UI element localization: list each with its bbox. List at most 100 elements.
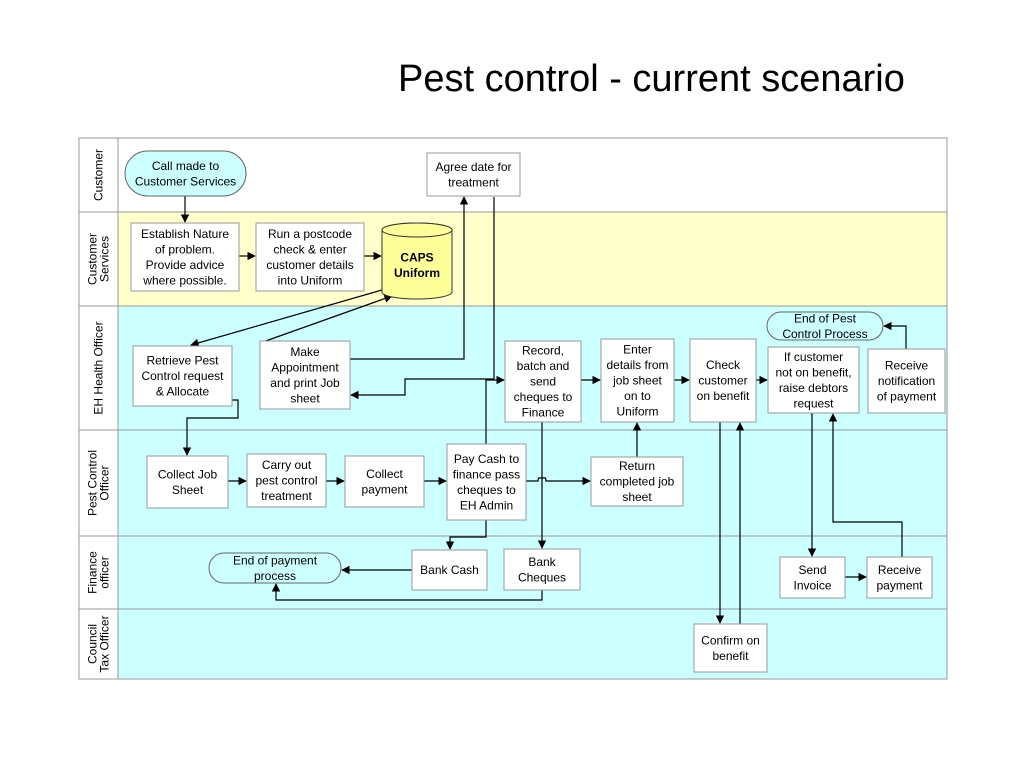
connector-recpay-to-ifcust <box>828 413 903 557</box>
node-label-line: Invoice <box>793 578 831 592</box>
node-label-line: End of payment <box>233 553 318 567</box>
connector-bankcheq-to-endpay <box>271 583 543 601</box>
process-box-ifcust <box>767 346 860 414</box>
node-label-line: Sheet <box>172 483 204 497</box>
process-box-carry <box>246 453 327 508</box>
database-top-caps <box>381 222 453 238</box>
node-label-line: cheques to <box>457 483 516 497</box>
lane-label-customer_services: Services <box>98 236 112 282</box>
node-label-line: Uniform <box>616 405 658 419</box>
node-label-line: job sheet <box>612 374 662 388</box>
process-box-collectjob <box>146 455 229 509</box>
node-label-line: Receive <box>878 563 922 577</box>
lane-header-pest <box>78 429 119 537</box>
node-label-line: sheet <box>290 391 320 405</box>
node-label-line: on benefit <box>697 389 750 403</box>
process-box-enter <box>600 338 675 423</box>
node-label-line: request <box>793 396 834 410</box>
node-label-line: Record, <box>522 344 564 358</box>
node-label-line: Pay Cash to <box>454 452 520 466</box>
node-label-line: End of Pest <box>794 311 857 325</box>
node-label-line: Control Process <box>782 327 867 341</box>
node-label-line: Cheques <box>518 570 566 584</box>
node-bankcash: Bank Cash <box>411 549 488 591</box>
lane-label-customer_services: Customer <box>86 233 100 285</box>
lane-label-pest: Pest Control <box>86 450 100 516</box>
lane-label-pest: Officer <box>98 465 112 500</box>
connector-paycash-to-record <box>485 375 505 444</box>
node-label-line: not on benefit, <box>775 365 851 379</box>
node-label-line: Retrieve Pest <box>146 354 219 368</box>
connector-retrieve-to-collectjob <box>182 399 239 456</box>
process-box-agree <box>426 152 521 197</box>
node-label-line: Bank Cash <box>420 563 479 577</box>
process-box-retrieve <box>132 345 233 407</box>
lane-label-council: Council <box>86 624 100 664</box>
node-label-line: Appointment <box>271 360 339 374</box>
node-label-line: Carry out <box>262 458 312 472</box>
node-label-line: pest control <box>255 474 317 488</box>
node-label-bankcash: Bank Cash <box>420 563 479 577</box>
node-label-line: details from <box>606 358 668 372</box>
node-label-line: payment <box>361 482 408 496</box>
node-label-line: Make <box>290 345 320 359</box>
node-label-line: Provide advice <box>146 258 225 272</box>
node-label-line: send <box>530 375 556 389</box>
node-label-line: CAPS <box>400 250 433 264</box>
node-label-line: Call made to <box>152 159 220 173</box>
node-label-line: batch and <box>517 359 570 373</box>
node-label-line: customer details <box>266 258 353 272</box>
lane-customer: Customer <box>78 137 948 213</box>
process-box-return <box>590 456 684 507</box>
lane-body-pest <box>117 429 948 537</box>
node-label-line: payment <box>876 578 923 592</box>
lane-body-customer <box>117 137 948 213</box>
process-box-bankcheq <box>503 548 581 591</box>
process-box-recpay <box>866 556 933 599</box>
node-label-line: Collect <box>366 467 403 481</box>
node-label-line: check & enter <box>273 242 346 256</box>
node-label-line: completed job <box>600 475 675 489</box>
node-label-line: & Allocate <box>156 385 210 399</box>
process-box-sendinv <box>779 556 846 599</box>
process-box-collectpay <box>344 455 425 508</box>
node-label-line: finance pass <box>453 467 520 481</box>
node-label-line: Receive <box>885 359 929 373</box>
node-label-line: Establish Nature <box>141 227 229 241</box>
node-label-line: treatment <box>261 489 312 503</box>
lane-body-council <box>117 608 948 680</box>
node-label-line: Bank <box>528 555 556 569</box>
node-label-line: treatment <box>448 175 499 189</box>
node-label-line: Control request <box>141 369 224 383</box>
node-label-line: Return <box>619 459 655 473</box>
